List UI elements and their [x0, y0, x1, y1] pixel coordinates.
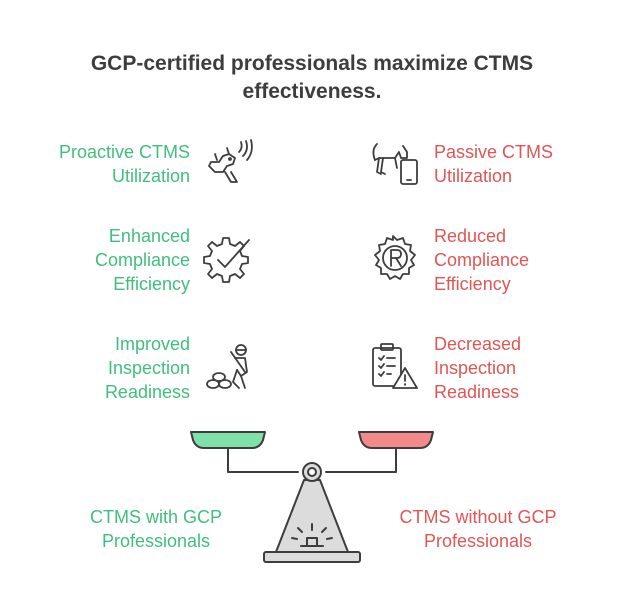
title-line-2: effectiveness.	[242, 80, 382, 103]
checklist-warning-icon	[369, 342, 421, 392]
left-pan	[191, 432, 265, 448]
soldier-icon	[203, 342, 255, 392]
scale-body	[276, 480, 348, 552]
page-title: GCP-certified professionals maximize CTM…	[0, 50, 624, 106]
right-item-passive-label: Passive CTMS Utilization	[434, 142, 554, 186]
left-item-improved-label: Improved Inspection Readiness	[104, 334, 190, 402]
left-base-label: CTMS with GCP Professionals	[89, 507, 222, 551]
scale-base	[264, 552, 360, 562]
right-base-label: CTMS without GCP Professionals	[399, 507, 557, 551]
registered-seal-icon	[369, 234, 421, 284]
pet-dog-icon	[203, 138, 255, 188]
cat-phone-icon	[369, 138, 421, 188]
title-line-1: GCP-certified professionals maximize CTM…	[90, 52, 534, 75]
right-item-reduced-label: Reduced Compliance Efficiency	[434, 226, 530, 294]
right-item-decreased-label: Decreased Inspection Readiness	[434, 334, 522, 402]
beam	[228, 448, 396, 472]
left-item-proactive-label: Proactive CTMS Utilization	[58, 142, 190, 186]
right-pan	[359, 432, 433, 448]
gear-check-icon	[203, 234, 255, 284]
left-item-enhanced-label: Enhanced Compliance Efficiency	[94, 226, 190, 294]
